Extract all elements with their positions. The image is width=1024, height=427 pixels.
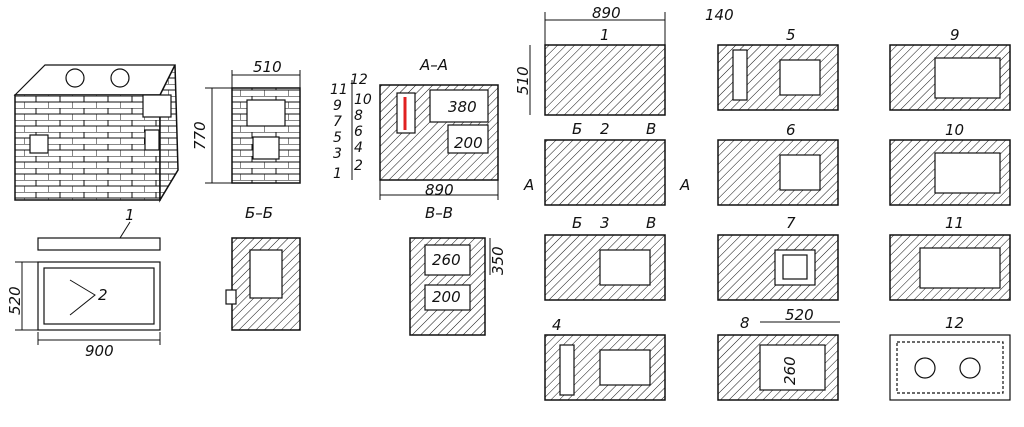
layer-label: 1: [600, 26, 610, 44]
dim-260: 260: [432, 251, 461, 269]
dim-140: 140: [705, 6, 734, 24]
layer-9: 9: [889, 26, 1011, 111]
layer-label: 3: [600, 214, 610, 232]
layer-2: Б 2 В А А: [523, 120, 690, 206]
dim-260: 260: [781, 356, 799, 385]
section-title: Б–Б: [245, 204, 273, 222]
plan-length-dim: 900: [85, 342, 114, 360]
dim-520: 520: [785, 306, 814, 324]
front-height-dim: 770: [191, 121, 209, 150]
layer-label: 8: [740, 314, 750, 332]
lid-and-plan: 1 2 520 900: [6, 206, 161, 360]
layer-label: 11: [945, 214, 964, 232]
layer-4: 4: [544, 316, 666, 401]
layer-8: 8 520 260: [717, 306, 840, 401]
plan-label: 2: [98, 286, 108, 304]
layer-12: 12: [889, 314, 1011, 401]
layer-num: 9: [333, 98, 342, 114]
layer-label: 2: [600, 120, 610, 138]
layer-label: 9: [950, 26, 960, 44]
layer-num: 1: [333, 166, 342, 182]
layer-num: 12: [350, 72, 368, 88]
layer-num: 3: [333, 146, 342, 162]
firebox-door: [29, 134, 49, 154]
dim-510: 510: [514, 66, 532, 95]
cut-mark: В: [646, 214, 656, 232]
dim-350: 350: [489, 246, 507, 275]
layer-10: 10: [889, 121, 1011, 206]
burner-icon: [65, 68, 85, 88]
layer-num: 10: [354, 92, 372, 108]
burner-icon: [110, 68, 130, 88]
stove-lid: [37, 237, 161, 251]
cut-mark: А: [679, 176, 690, 194]
dim-890: 890: [425, 181, 454, 199]
layer-num: 4: [354, 140, 363, 156]
section-title: А–А: [419, 56, 448, 74]
dim-200: 200: [454, 134, 483, 152]
cut-mark: Б: [572, 214, 582, 232]
layer-num: 2: [354, 158, 363, 174]
lid-label: 1: [125, 206, 135, 224]
dim-890: 890: [592, 4, 621, 22]
grate-icon: [782, 254, 808, 280]
layer-3: Б 3 В: [544, 214, 666, 301]
layer-num: 7: [333, 114, 342, 130]
layer-label: 4: [552, 316, 562, 334]
cut-mark: В: [646, 120, 656, 138]
layer-1: 890 1 510: [514, 4, 666, 116]
perspective-view: [13, 64, 179, 203]
layer-label: 10: [945, 121, 964, 139]
layer-num: 6: [354, 124, 363, 140]
layer-num: 11: [330, 82, 348, 98]
front-view: 510 770: [191, 58, 301, 184]
plan-width-dim: 520: [6, 286, 24, 315]
dim-380: 380: [448, 98, 477, 116]
burner-icon: [959, 357, 981, 379]
layer-num: 5: [333, 130, 342, 146]
cut-mark: Б: [572, 120, 582, 138]
layer-label: 12: [945, 314, 964, 332]
section-b-b: Б–Б: [225, 204, 301, 331]
dim-200: 200: [432, 288, 461, 306]
layer-6: 6: [717, 121, 839, 206]
section-title: В–В: [425, 204, 453, 222]
oven-door: [142, 94, 172, 118]
front-width-dim: 510: [253, 58, 282, 76]
cut-mark: А: [523, 176, 534, 194]
layer-11: 11: [889, 214, 1011, 301]
layer-num: 8: [354, 108, 363, 124]
layer-number-column: 1 2 3 4 5 6 7 8 9 10 11 12: [330, 72, 372, 182]
layer-5: 140 5: [705, 6, 839, 111]
section-v-v: В–В 260 200 350: [409, 204, 507, 336]
burner-icon: [914, 357, 936, 379]
layer-label: 5: [786, 26, 796, 44]
layer-7: 7: [717, 214, 839, 301]
section-a-a: А–А 380 200 890: [379, 56, 499, 200]
layer-label: 7: [786, 214, 796, 232]
layer-label: 6: [786, 121, 796, 139]
